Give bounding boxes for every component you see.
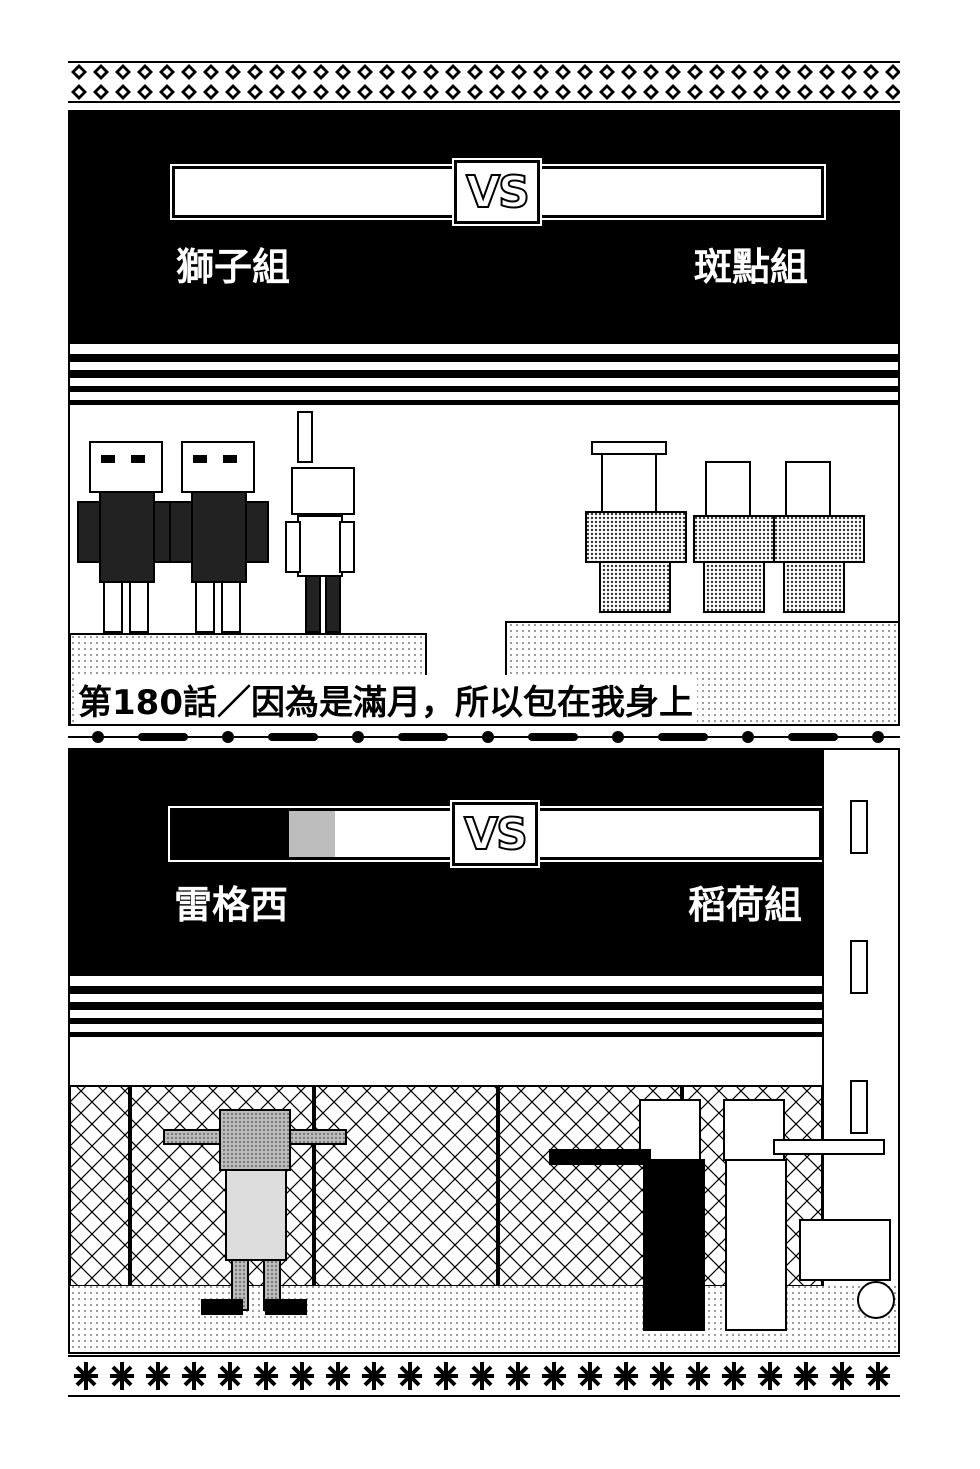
bottom-right-team-name: 稻荷組 — [688, 883, 803, 927]
hyena-character-1 — [585, 441, 687, 613]
hyena-character-3 — [773, 461, 865, 613]
top-vs-badge: VS — [452, 158, 542, 226]
bottom-snowflake-border — [68, 1355, 900, 1397]
top-left-team-name: 獅子組 — [176, 245, 291, 289]
fox-character-1 — [549, 1099, 705, 1331]
bottom-panel: VS 雷格西 稻荷組 — [68, 748, 900, 1354]
lion-character-2 — [169, 441, 269, 633]
top-panel: VS 獅子組 斑點組 — [68, 110, 900, 726]
bottom-hud — [70, 750, 822, 976]
fox-character-2 — [723, 1099, 885, 1331]
top-right-team-name: 斑點組 — [694, 245, 809, 289]
legoshi-character — [163, 1109, 347, 1315]
chapter-title: 第180話／因為是滿月，所以包在我身上 — [74, 675, 697, 724]
ornament-divider — [68, 731, 900, 743]
top-speed-stripes — [70, 344, 898, 414]
bottom-left-fighter-name: 雷格西 — [174, 883, 289, 927]
hyena-character-2 — [693, 461, 775, 613]
top-hud — [70, 112, 898, 344]
bottom-scene — [70, 1085, 898, 1352]
bottom-speed-stripes — [70, 976, 822, 1046]
trash-bin — [799, 1219, 895, 1319]
top-scene — [70, 411, 898, 724]
diamond-pattern — [68, 61, 900, 103]
top-diamond-border — [68, 61, 900, 103]
lion-character-1 — [77, 441, 177, 633]
bottom-vs-badge: VS — [450, 800, 540, 868]
wolf-character — [285, 411, 355, 633]
health-damage-tone — [289, 811, 335, 857]
snowflake-pattern — [68, 1355, 900, 1397]
left-health-fill — [173, 811, 289, 857]
